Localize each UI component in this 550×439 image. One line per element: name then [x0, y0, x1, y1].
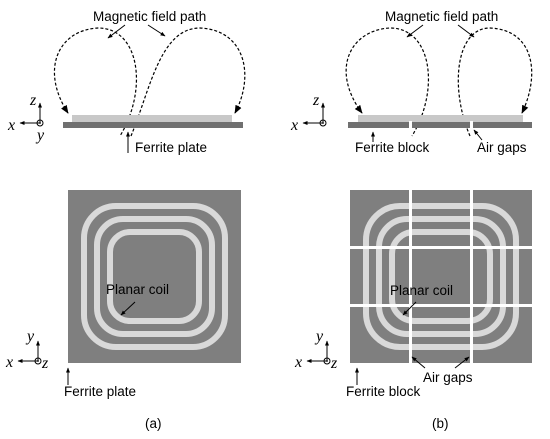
- ferrite-block-side-b: [348, 122, 532, 128]
- axis-x-label-b: x: [290, 117, 298, 134]
- planar-coil-label-a: Planar coil: [106, 282, 169, 297]
- axis-x-label-a: x: [7, 117, 15, 134]
- air-gap-side-b2: [470, 121, 473, 129]
- panel-a-top-view: Planar coil Ferrite plate y x z: [5, 190, 241, 399]
- axis-y-label-a: y: [35, 127, 45, 144]
- air-gap-vertical-b1: [409, 190, 412, 363]
- axis-z-label-bottom-a: z: [41, 355, 49, 372]
- air-gap-pointer-bottom-b1: [411, 356, 426, 369]
- air-gaps-b: [350, 190, 532, 363]
- field-loop-right-b: [457, 27, 533, 137]
- coil-turn-b1: [363, 203, 519, 350]
- field-label-pointer-a2: [147, 24, 166, 37]
- planar-coil-b: [363, 203, 519, 350]
- air-gap-side-b1: [409, 121, 412, 129]
- planar-coil-pointer-b: [402, 301, 417, 316]
- axis-z-label-a: z: [29, 92, 37, 109]
- axis-z-label-bottom-b: z: [330, 355, 338, 372]
- coil-side-b: [358, 115, 523, 122]
- air-gap-vertical-b2: [470, 190, 473, 363]
- ferrite-plate-label-a: Ferrite plate: [135, 140, 207, 155]
- field-path-label-b: Magnetic field path: [385, 9, 498, 24]
- planar-coil-label-b: Planar coil: [390, 283, 453, 298]
- field-path-label-a: Magnetic field path: [93, 9, 206, 24]
- ferrite-plate-label-bottom-a: Ferrite plate: [64, 384, 136, 399]
- field-label-pointer-a1: [107, 24, 126, 39]
- planar-coil-pointer-a: [120, 301, 136, 316]
- coil-turn-a1: [81, 203, 228, 350]
- air-gap-pointer-b: [473, 129, 483, 141]
- axes-xy-b: y x z: [294, 328, 338, 372]
- air-gap-horizontal-b1: [350, 246, 532, 249]
- coil-turn-a2: [94, 216, 215, 337]
- axis-x-label-bottom-b: x: [294, 354, 302, 371]
- coil-turn-b3: [389, 229, 493, 324]
- field-loop-left-a: [53, 27, 138, 137]
- coil-turn-a3: [107, 229, 202, 324]
- caption-b: (b): [432, 416, 449, 431]
- air-gaps-label-top-b: Air gaps: [477, 140, 527, 155]
- air-gap-horizontal-b2: [350, 304, 532, 307]
- coil-side-a: [72, 115, 232, 122]
- air-gaps-label-bottom-b: Air gaps: [423, 370, 473, 385]
- axis-x-label-bottom-a: x: [5, 354, 13, 371]
- ferrite-plate-side-a: [63, 122, 243, 128]
- field-label-pointer-b2: [457, 24, 475, 38]
- axis-y-label-bottom-b: y: [314, 328, 324, 345]
- air-gap-pointer-bottom-b2: [454, 356, 470, 369]
- panel-b-top-view: Planar coil Ferrite block Air gaps y x z: [294, 190, 532, 399]
- axis-y-label-bottom-a: y: [25, 328, 35, 345]
- axis-z-label-b: z: [312, 92, 320, 109]
- panel-a-side-view: Magnetic field path Ferrite plate z x y: [7, 9, 246, 155]
- field-loop-left-b: [345, 27, 430, 137]
- axes-xz-a: z x y: [7, 92, 45, 144]
- planar-coil-a: [81, 203, 228, 350]
- ferrite-block-label-bottom-b: Ferrite block: [346, 384, 421, 399]
- axes-xy-a: y x z: [5, 328, 49, 372]
- field-loop-right-a: [130, 27, 246, 137]
- field-label-pointer-b1: [406, 24, 424, 38]
- axes-xz-b: z x: [290, 92, 327, 134]
- caption-a: (a): [145, 416, 162, 431]
- ferrite-block-label-b: Ferrite block: [355, 140, 430, 155]
- panel-b-side-view: Magnetic field path Ferrite block Air ga…: [290, 9, 533, 155]
- coil-turn-b2: [376, 216, 506, 337]
